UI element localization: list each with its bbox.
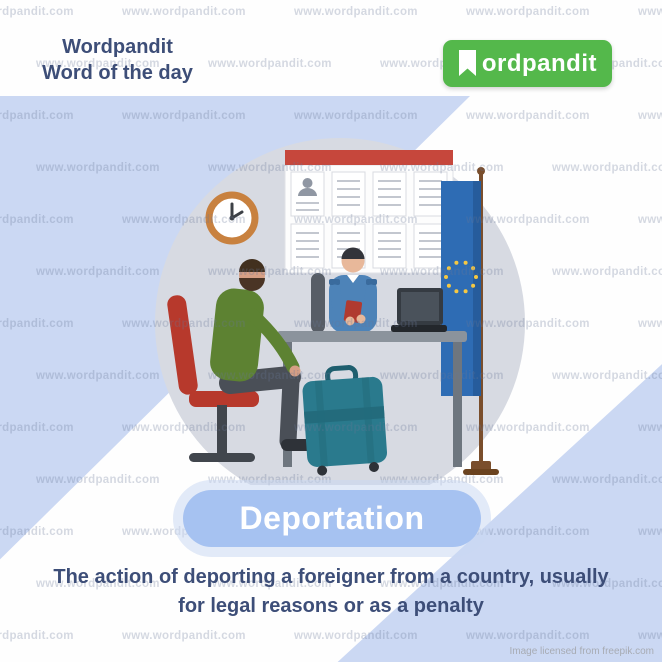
definition-line-1: The action of deporting a foreigner from…	[53, 566, 609, 588]
word-text: Deportation	[239, 500, 425, 536]
watermark-text: www.wordpandit.com	[0, 630, 74, 642]
logo-text: ordpandit	[481, 49, 597, 77]
watermark-text: www.wordpandit.com	[466, 6, 590, 18]
watermark-text: www.wordpandit.com	[122, 630, 246, 642]
watermark-text: www.wordpandit.com	[0, 6, 74, 18]
watermark-text: www.wordpandit.com	[208, 58, 332, 70]
deportation-illustration	[105, 125, 565, 508]
illustration-svg	[155, 138, 525, 508]
ribbon-bookmark-icon	[458, 49, 476, 76]
traveler-figure	[167, 259, 313, 462]
watermark-text: www.wordpandit.com	[294, 6, 418, 18]
definition-text: The action of deporting a foreigner from…	[25, 563, 637, 621]
flag-stars	[444, 260, 478, 294]
hair	[239, 259, 265, 272]
watermark-text: www.wordpandit.com	[638, 318, 662, 330]
watermark-text: www.wordpandit.com	[466, 110, 590, 122]
brand-title: Wordpandit	[62, 36, 173, 58]
image-credit: Image licensed from freepik.com	[509, 646, 654, 657]
wordpandit-logo-badge: ordpandit	[442, 40, 612, 87]
notice-board	[284, 150, 454, 274]
word-pill: Deportation	[183, 490, 481, 547]
watermark-text: www.wordpandit.com	[638, 214, 662, 226]
clock-icon	[205, 191, 259, 245]
laptop	[391, 288, 447, 332]
red-chair-back	[167, 295, 198, 395]
suitcase	[302, 365, 388, 476]
red-chair-seat	[189, 391, 259, 407]
beard	[239, 278, 265, 291]
brand-tagline: Word of the day	[42, 62, 193, 84]
watermark-text: www.wordpandit.com	[552, 266, 662, 278]
watermark-text: www.wordpandit.com	[552, 162, 662, 174]
watermark-text: www.wordpandit.com	[122, 6, 246, 18]
watermark-text: www.wordpandit.com	[638, 110, 662, 122]
definition-line-2: for legal reasons or as a penalty	[178, 595, 484, 617]
watermark-text: www.wordpandit.com	[638, 6, 662, 18]
shoe	[281, 439, 313, 451]
brand-block: Wordpandit Word of the day	[20, 34, 215, 86]
officer-chair	[311, 273, 325, 333]
officer-figure	[311, 247, 377, 333]
